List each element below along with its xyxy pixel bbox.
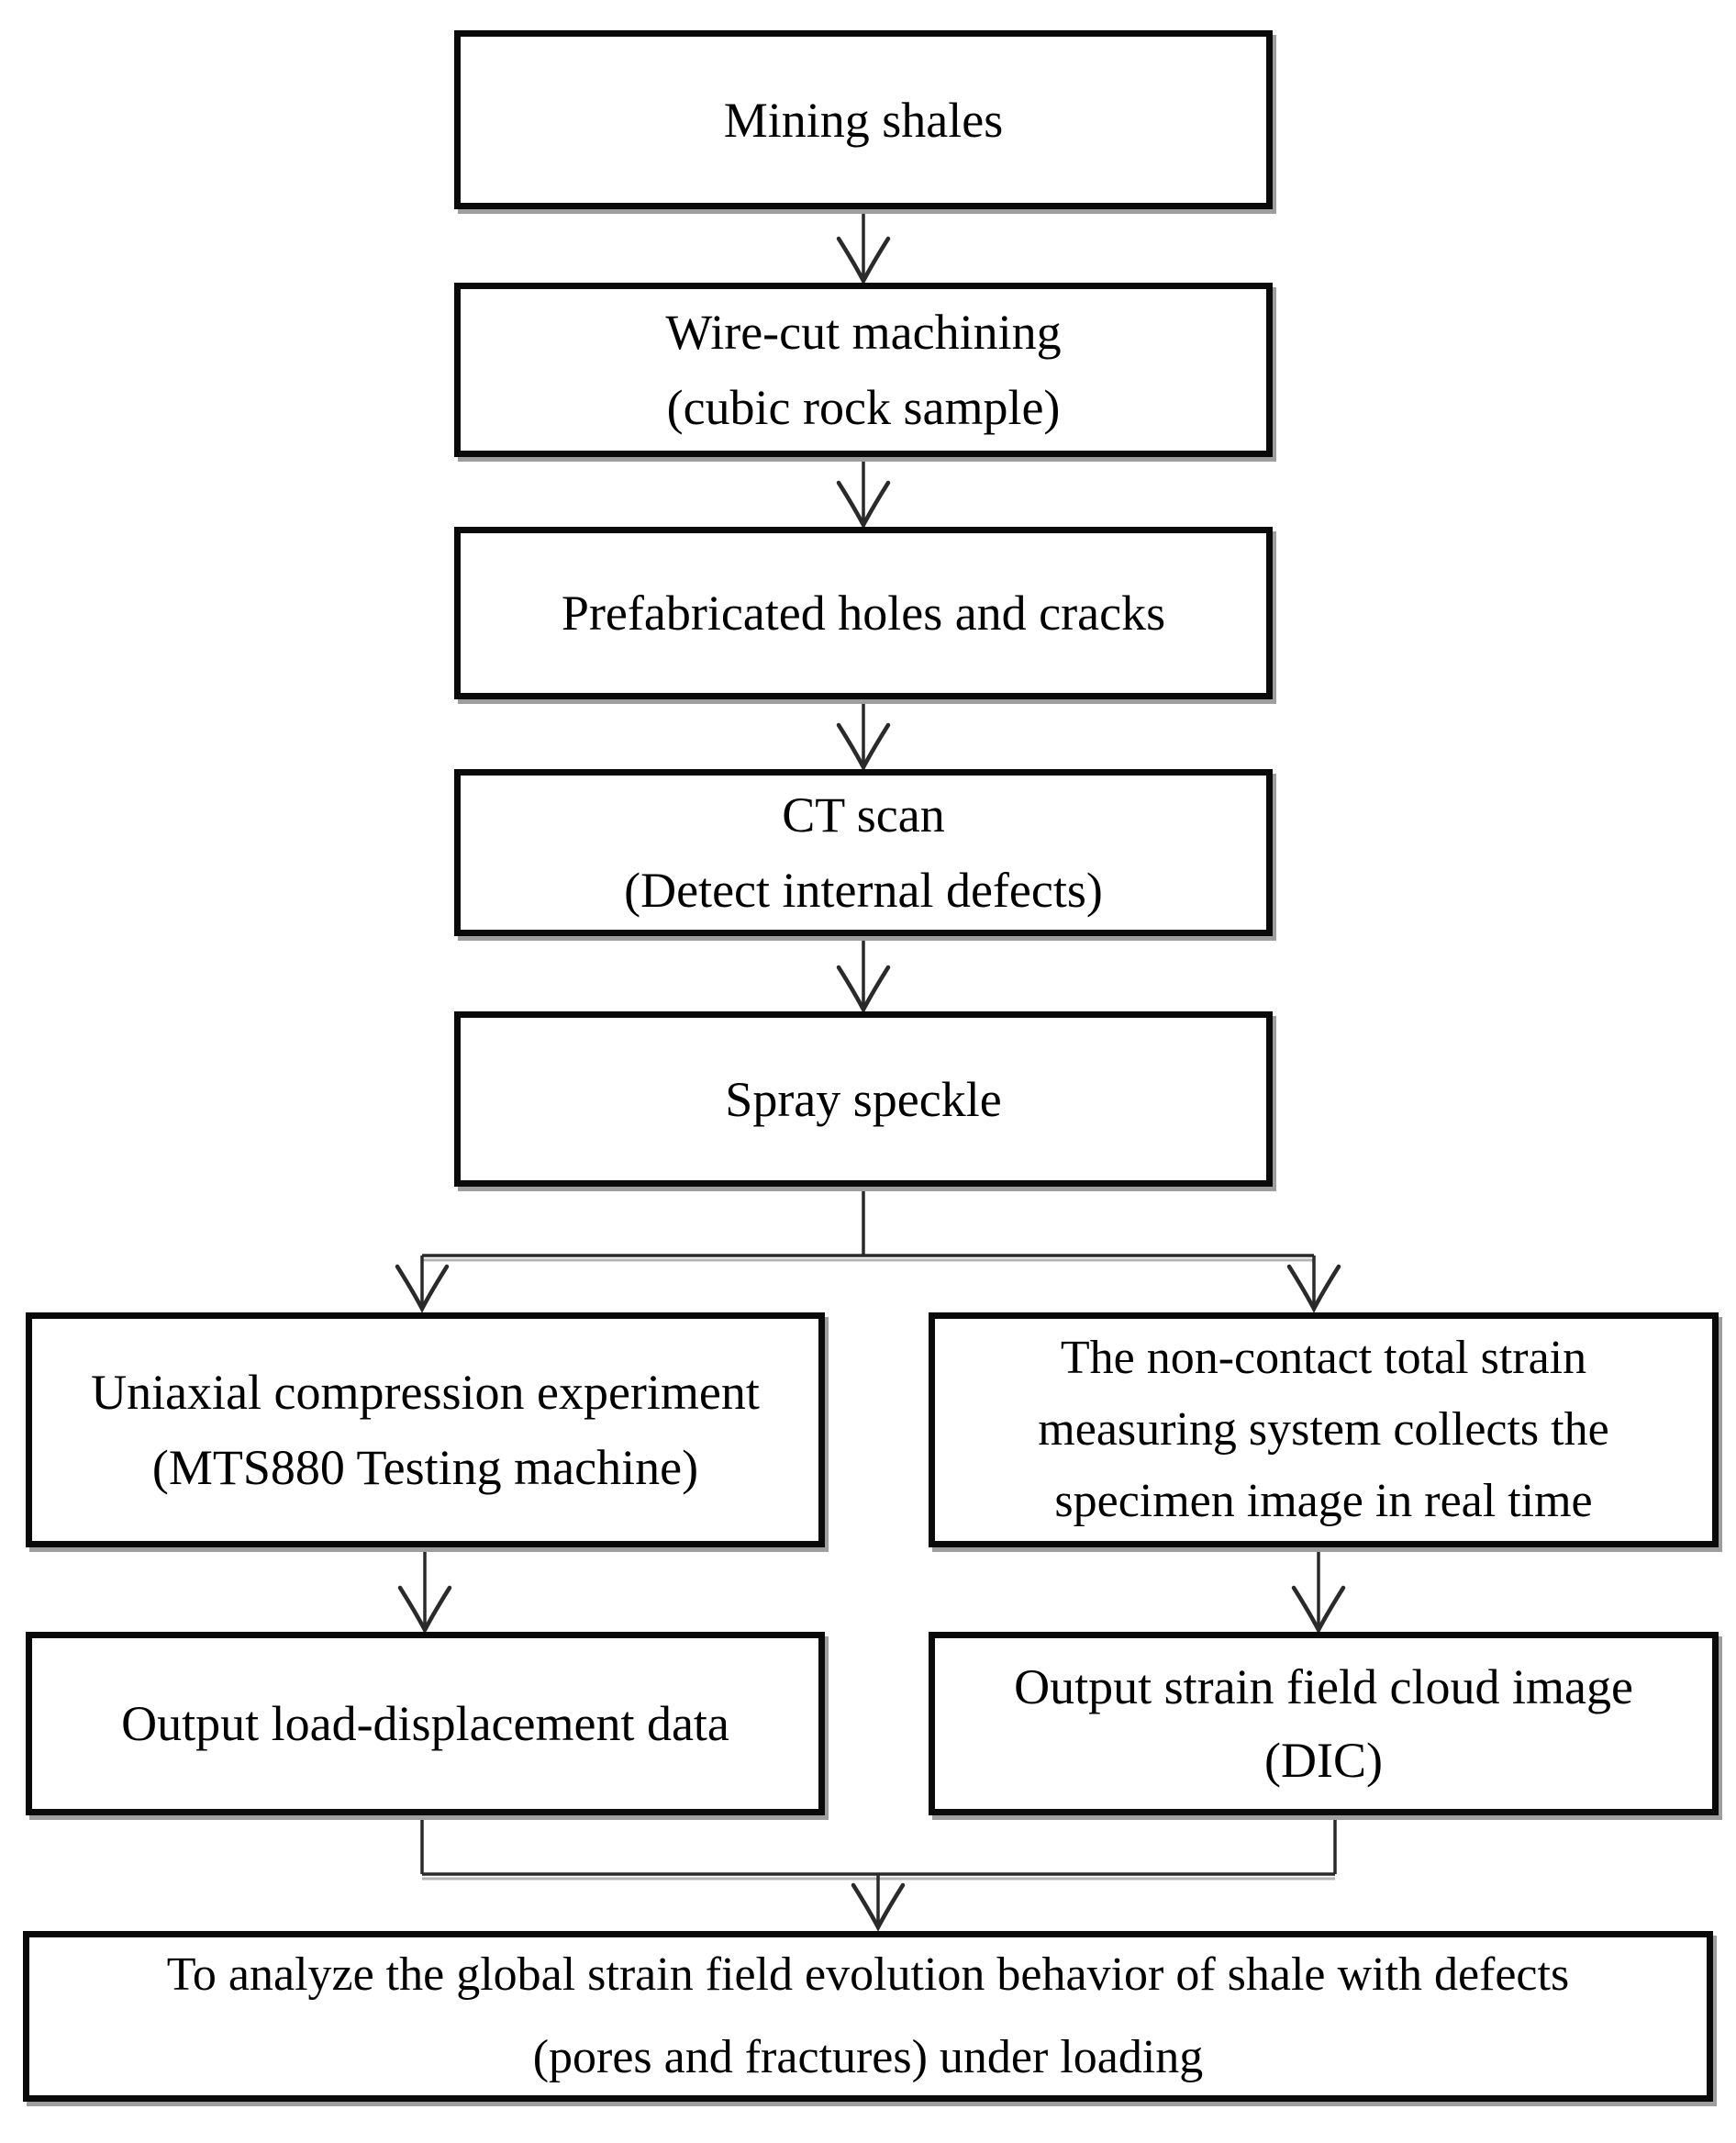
node-label-line: Mining shales	[723, 92, 1004, 148]
flow-node-analyze-global-strain: To analyze the global strain field evolu…	[23, 1931, 1713, 2102]
node-label-line: Wire-cut machining	[665, 305, 1062, 360]
node-label-line: (cubic rock sample)	[666, 380, 1061, 435]
flow-node-output-strain-cloud: Output strain field cloud image (DIC)	[929, 1632, 1719, 1815]
node-label-line: measuring system collects the	[1038, 1403, 1609, 1456]
node-label-line: (MTS880 Testing machine)	[151, 1440, 699, 1495]
node-label-line: Output load-displacement data	[121, 1696, 729, 1751]
flow-node-uniaxial-compression: Uniaxial compression experiment (MTS880 …	[26, 1312, 825, 1547]
node-label-line: (pores and fractures) under loading	[532, 2031, 1204, 2083]
node-label-line: The non-contact total strain	[1060, 1332, 1587, 1384]
node-label-line: (DIC)	[1264, 1733, 1383, 1788]
node-label-line: To analyze the global strain field evolu…	[166, 1948, 1570, 2001]
flow-node-spray-speckle: Spray speckle	[454, 1011, 1273, 1187]
node-label-line: Spray speckle	[725, 1071, 1002, 1127]
flow-node-wire-cut-machining: Wire-cut machining (cubic rock sample)	[454, 283, 1273, 457]
node-label-line: CT scan	[782, 787, 945, 843]
flow-node-mining-shales: Mining shales	[454, 30, 1273, 209]
node-label-line: specimen image in real time	[1054, 1475, 1593, 1527]
edge-lines	[420, 209, 1337, 1927]
flow-node-non-contact-system: The non-contact total strain measuring s…	[929, 1312, 1719, 1547]
flow-node-output-load-displacement: Output load-displacement data	[26, 1632, 825, 1815]
node-label-line: Prefabricated holes and cracks	[561, 586, 1166, 641]
node-label-line: Output strain field cloud image	[1014, 1659, 1633, 1714]
flow-node-ct-scan: CT scan (Detect internal defects)	[454, 769, 1273, 936]
flow-node-prefabricated-holes: Prefabricated holes and cracks	[454, 527, 1273, 699]
node-label-line: (Detect internal defects)	[624, 863, 1103, 918]
node-label-line: Uniaxial compression experiment	[91, 1365, 760, 1420]
